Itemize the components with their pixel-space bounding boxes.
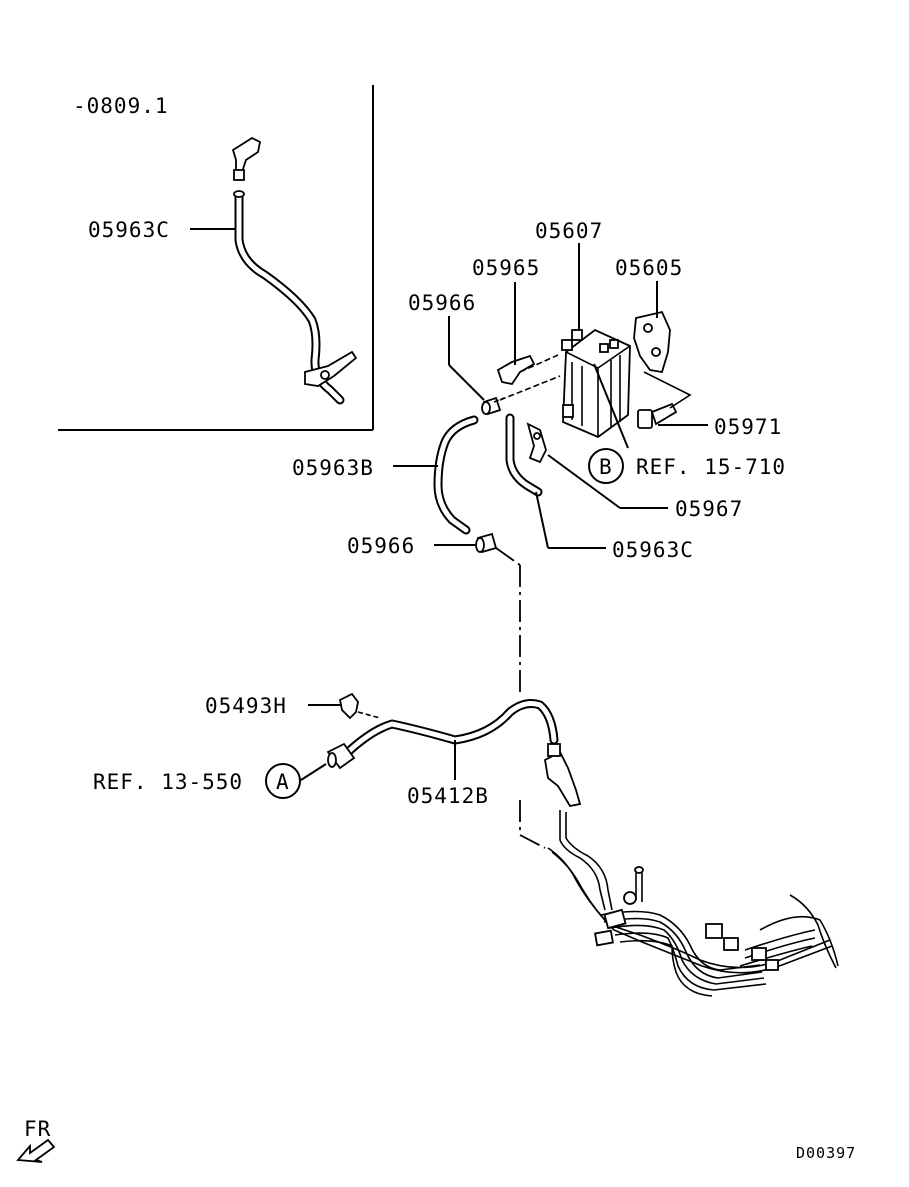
inset-date-code: -0809.1	[73, 94, 169, 118]
label-05966-bottom: 05966	[347, 534, 415, 558]
front-arrow-icon	[16, 1138, 56, 1163]
marker-a-letter: A	[276, 770, 290, 794]
label-05965: 05965	[472, 256, 540, 280]
leader-lines	[300, 243, 708, 781]
hose-05963c	[505, 413, 543, 497]
label-ref-13-550: REF. 13-550	[93, 770, 243, 794]
canister-assembly	[496, 310, 692, 464]
front-direction-label: FR	[24, 1117, 51, 1141]
label-05493h: 05493H	[205, 694, 287, 718]
fitting-a-icon	[326, 742, 356, 770]
hose-05963b	[433, 415, 479, 535]
vapor-hose-05412b	[343, 699, 559, 757]
bolt-05971-icon	[637, 402, 678, 429]
label-05971: 05971	[714, 415, 782, 439]
bracket-05967-icon	[526, 422, 547, 464]
label-ref-15-710: REF. 15-710	[636, 455, 786, 479]
marker-b: B	[588, 448, 624, 484]
dash-link-4	[519, 834, 546, 849]
marker-a: A	[265, 763, 301, 799]
label-05412b: 05412B	[407, 784, 489, 808]
label-05963b: 05963B	[292, 456, 374, 480]
label-05607: 05607	[535, 219, 603, 243]
inset-connector-icon	[231, 136, 262, 181]
drawing-id: D00397	[796, 1144, 856, 1162]
label-05967: 05967	[675, 497, 743, 521]
connector-05966-bottom-icon	[475, 532, 498, 554]
clip-05493h-icon	[338, 692, 381, 720]
fuel-line-bundle	[547, 810, 839, 997]
inset-panel: -0809.1 05963C	[58, 85, 374, 431]
canister-port	[571, 329, 583, 341]
label-05605: 05605	[615, 256, 683, 280]
inset-clip-icon	[304, 350, 358, 387]
inset-part-label: 05963C	[88, 218, 170, 242]
bracket-05605-icon	[633, 310, 671, 374]
hose-end-connector-icon	[544, 743, 582, 808]
label-05966-top: 05966	[408, 291, 476, 315]
marker-b-letter: B	[599, 455, 613, 479]
front-direction-indicator: FR	[16, 1117, 56, 1163]
dash-link-1	[495, 547, 521, 566]
label-05963c: 05963C	[612, 538, 694, 562]
